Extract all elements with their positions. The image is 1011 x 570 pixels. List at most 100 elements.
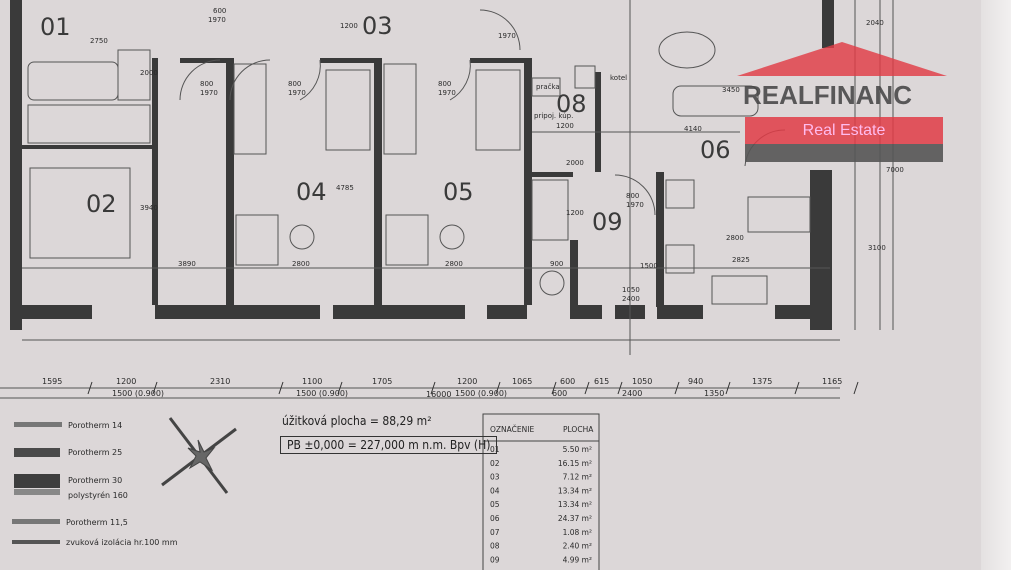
plan-dimensions: 2750 600 1970 1200 1970 2000 800 1970 80… (90, 7, 904, 303)
svg-text:940: 940 (688, 377, 703, 386)
svg-text:2750: 2750 (90, 37, 108, 45)
legend-swatch-acoustic-insulation (12, 540, 60, 544)
table-cell-code: 04 (490, 486, 500, 495)
svg-text:3450: 3450 (722, 86, 740, 94)
usable-area: úžitková plocha = 88,29 m² (282, 414, 432, 428)
svg-text:1970: 1970 (626, 201, 644, 209)
svg-text:1595: 1595 (42, 377, 62, 386)
table-cell-area: 5.50 m² (563, 445, 592, 454)
room-label-03: 03 (362, 12, 393, 40)
legend-swatch-porotherm-30 (14, 474, 60, 488)
room-label-02: 02 (86, 190, 117, 218)
legend-swatch-porotherm-14 (14, 422, 62, 427)
table-cell-code: 05 (490, 500, 500, 509)
legend-swatch-polystyren (14, 489, 60, 495)
elevation-box: PB ±0,000 = 227,000 m n.m. Bpv (H) (280, 436, 498, 454)
svg-text:1200: 1200 (340, 22, 358, 30)
legend-label: Porotherm 14 (68, 421, 122, 430)
svg-text:1350: 1350 (704, 389, 724, 398)
svg-text:2400: 2400 (622, 295, 640, 303)
svg-text:2000: 2000 (140, 69, 158, 77)
svg-text:2310: 2310 (210, 377, 230, 386)
north-arrow-icon (161, 417, 237, 494)
table-cell-area: 16.15 m² (558, 459, 592, 468)
svg-text:4785: 4785 (336, 184, 354, 192)
svg-text:1970: 1970 (288, 89, 306, 97)
svg-text:1970: 1970 (200, 89, 218, 97)
svg-text:1500 (0.900): 1500 (0.900) (455, 389, 507, 398)
table-header: PLOCHA (563, 425, 594, 434)
svg-text:600: 600 (213, 7, 226, 15)
svg-text:1200: 1200 (457, 377, 477, 386)
table-cell-code: 01 (490, 445, 500, 454)
thin-lines (0, 0, 894, 399)
svg-text:800: 800 (438, 80, 451, 88)
svg-text:1970: 1970 (438, 89, 456, 97)
room-label-05: 05 (443, 178, 474, 206)
table-cell-area: 13.34 m² (558, 500, 592, 509)
room-label-08: 08 (556, 90, 587, 118)
svg-text:16000: 16000 (426, 390, 451, 399)
svg-text:1500 (0.900): 1500 (0.900) (296, 389, 348, 398)
svg-text:900: 900 (550, 260, 563, 268)
svg-text:3890: 3890 (178, 260, 196, 268)
room-label-09: 09 (592, 208, 623, 236)
svg-text:1375: 1375 (752, 377, 772, 386)
svg-text:2800: 2800 (445, 260, 463, 268)
svg-text:1100: 1100 (302, 377, 322, 386)
svg-text:2825: 2825 (732, 256, 750, 264)
legend: Porotherm 14 Porotherm 25 Porotherm 30 p… (12, 421, 178, 547)
svg-text:1200: 1200 (116, 377, 136, 386)
svg-text:1705: 1705 (372, 377, 392, 386)
table-cell-code: 07 (490, 528, 500, 537)
svg-text:3940: 3940 (140, 204, 158, 212)
svg-text:1050: 1050 (632, 377, 652, 386)
legend-swatch-porotherm-25 (14, 448, 60, 457)
svg-text:7000: 7000 (886, 166, 904, 174)
legend-label: zvuková izolácia hr.100 mm (66, 538, 178, 547)
svg-text:2800: 2800 (726, 234, 744, 242)
walls (10, 0, 834, 330)
room-label-04: 04 (296, 178, 327, 206)
table-cell-code: 06 (490, 514, 500, 523)
svg-text:2040: 2040 (866, 19, 884, 27)
table-cell-area: 24.37 m² (558, 514, 592, 523)
svg-text:3100: 3100 (868, 244, 886, 252)
logo-roof-icon (737, 42, 947, 76)
svg-text:800: 800 (200, 80, 213, 88)
label-kotel: kotel (610, 74, 627, 82)
table-cell-code: 08 (490, 542, 500, 551)
room-label-01: 01 (40, 13, 71, 41)
svg-text:1065: 1065 (512, 377, 532, 386)
svg-text:1500: 1500 (640, 262, 658, 270)
table-cell-area: 1.08 m² (563, 528, 592, 537)
svg-text:800: 800 (626, 192, 639, 200)
svg-text:615: 615 (594, 377, 609, 386)
legend-label: polystyrén 160 (68, 490, 128, 500)
table-cell-code: 09 (490, 555, 500, 564)
svg-text:600: 600 (560, 377, 575, 386)
paper-edge (981, 0, 1011, 570)
svg-text:2000: 2000 (566, 159, 584, 167)
svg-text:1200: 1200 (556, 122, 574, 130)
label-pracka: pračka (536, 83, 560, 91)
table-cell-area: 4.99 m² (563, 555, 592, 564)
label-pripoj: pripoj. kúp. (534, 112, 573, 120)
room-labels: 01 02 03 04 05 06 08 09 pračka kotel pri… (40, 12, 731, 236)
logo-name: REALFINANC (743, 80, 912, 110)
table-cell-area: 13.34 m² (558, 486, 592, 495)
svg-text:1165: 1165 (822, 377, 842, 386)
svg-text:1050: 1050 (622, 286, 640, 294)
room-label-06: 06 (700, 136, 731, 164)
svg-text:4140: 4140 (684, 125, 702, 133)
table-cell-code: 03 (490, 473, 500, 482)
table-cell-code: 02 (490, 459, 500, 468)
legend-swatch-porotherm-11-5 (12, 519, 60, 524)
svg-text:2800: 2800 (292, 260, 310, 268)
realfinanc-logo: REALFINANC Real Estate (737, 42, 947, 164)
logo-tagline: Real Estate (745, 117, 943, 144)
legend-label: Porotherm 25 (68, 448, 122, 457)
svg-text:1970: 1970 (498, 32, 516, 40)
